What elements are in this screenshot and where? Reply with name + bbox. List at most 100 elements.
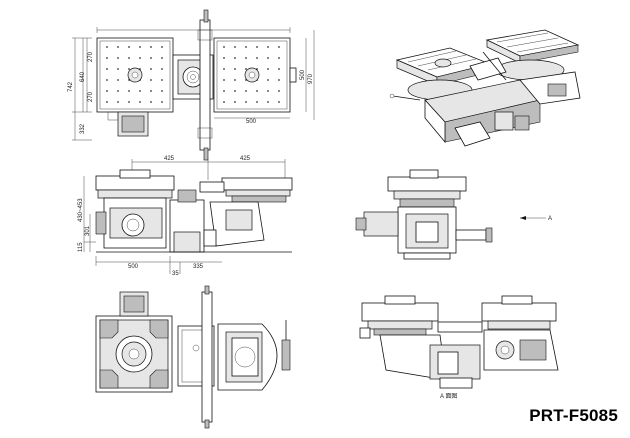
dim-301: 301 (85, 225, 91, 236)
bolt-hole (106, 68, 108, 70)
bolt-hole (245, 90, 247, 92)
a-view: A 面图 (359, 295, 559, 400)
bolt-hole (267, 68, 269, 70)
bolt-hole (150, 46, 152, 48)
dim-115: 115 (78, 242, 84, 252)
side-view: A (355, 169, 552, 260)
bolt-hole (245, 57, 247, 59)
bolt-hole (267, 79, 269, 81)
bolt-hole (161, 68, 163, 70)
dim-430-453: 430~453 (78, 198, 84, 222)
dim-500-vertical: 500 (300, 69, 306, 80)
bolt-hole (234, 57, 236, 59)
bolt-hole (267, 46, 269, 48)
bolt-hole (223, 68, 225, 70)
top-view-left-table-holes (106, 46, 163, 103)
a-view-right-plate (481, 302, 557, 322)
bolt-hole (117, 101, 119, 103)
bolt-hole (267, 101, 269, 103)
bolt-hole (150, 68, 152, 70)
bolt-hole (234, 46, 236, 48)
dim-970: 970 (308, 73, 314, 84)
bolt-hole (117, 57, 119, 59)
bolt-hole (117, 79, 119, 81)
bolt-hole (223, 79, 225, 81)
bolt-hole (139, 46, 141, 48)
bolt-hole (106, 90, 108, 92)
bolt-hole (278, 68, 280, 70)
bolt-hole (150, 90, 152, 92)
bolt-hole (128, 68, 130, 70)
bolt-hole (128, 57, 130, 59)
isometric-view (389, 29, 581, 147)
bolt-hole (234, 79, 236, 81)
bolt-hole (128, 46, 130, 48)
bolt-hole (117, 90, 119, 92)
bolt-hole (139, 101, 141, 103)
bolt-hole (267, 90, 269, 92)
bolt-hole (278, 101, 280, 103)
side-view-motor (363, 211, 399, 237)
bolt-hole (267, 57, 269, 59)
bolt-hole (256, 57, 258, 59)
bolt-hole (278, 90, 280, 92)
bolt-hole (223, 90, 225, 92)
bolt-hole (139, 57, 141, 59)
bolt-hole (278, 57, 280, 59)
bolt-hole (128, 101, 130, 103)
bolt-hole (161, 101, 163, 103)
bolt-hole (106, 79, 108, 81)
dim-425-right: 425 (240, 156, 251, 162)
dim-332: 332 (80, 123, 86, 134)
bolt-hole (128, 90, 130, 92)
dim-35: 35 (172, 271, 179, 277)
top-view-vertical-shaft (199, 19, 211, 151)
bolt-hole (234, 101, 236, 103)
bolt-hole (256, 90, 258, 92)
bolt-hole (245, 101, 247, 103)
a-view-left-plate (361, 302, 439, 322)
bolt-hole (161, 90, 163, 92)
bolt-hole (117, 68, 119, 70)
drawing-title: PRT-F5085 (529, 406, 618, 425)
side-view-top-plate (387, 176, 467, 192)
bolt-hole (223, 46, 225, 48)
bolt-hole (278, 79, 280, 81)
bolt-hole (256, 46, 258, 48)
bolt-hole (234, 90, 236, 92)
bolt-hole (106, 101, 108, 103)
bolt-hole (150, 57, 152, 59)
dim-742: 742 (68, 81, 74, 92)
dim-270-bottom: 270 (88, 91, 94, 102)
bolt-hole (223, 57, 225, 59)
dim-335: 335 (193, 264, 204, 270)
front-view-right-plate (221, 177, 293, 191)
bolt-hole (161, 79, 163, 81)
side-view-arrow-label: A (548, 216, 552, 222)
bolt-hole (223, 101, 225, 103)
top-view-right-table-holes (223, 46, 280, 103)
front-view: 425 425 430~453 301 115 (78, 156, 293, 277)
bolt-hole (150, 79, 152, 81)
bottom-view (95, 285, 291, 429)
bolt-hole (150, 101, 152, 103)
dim-500-top-view: 500 (246, 119, 257, 125)
bolt-hole (106, 46, 108, 48)
bolt-hole (256, 101, 258, 103)
bolt-hole (139, 90, 141, 92)
dim-640: 640 (80, 71, 86, 82)
bolt-hole (117, 46, 119, 48)
dim-500-front: 500 (128, 264, 139, 270)
bolt-hole (278, 46, 280, 48)
bolt-hole (161, 46, 163, 48)
top-view: 270 640 742 270 332 500 500 970 (68, 9, 315, 161)
bolt-hole (161, 57, 163, 59)
bolt-hole (245, 68, 247, 70)
bolt-hole (106, 57, 108, 59)
bolt-hole (234, 68, 236, 70)
dim-425-left: 425 (164, 156, 175, 162)
a-view-caption: A 面图 (440, 393, 457, 400)
dim-270-top: 270 (88, 51, 94, 62)
bolt-hole (245, 46, 247, 48)
